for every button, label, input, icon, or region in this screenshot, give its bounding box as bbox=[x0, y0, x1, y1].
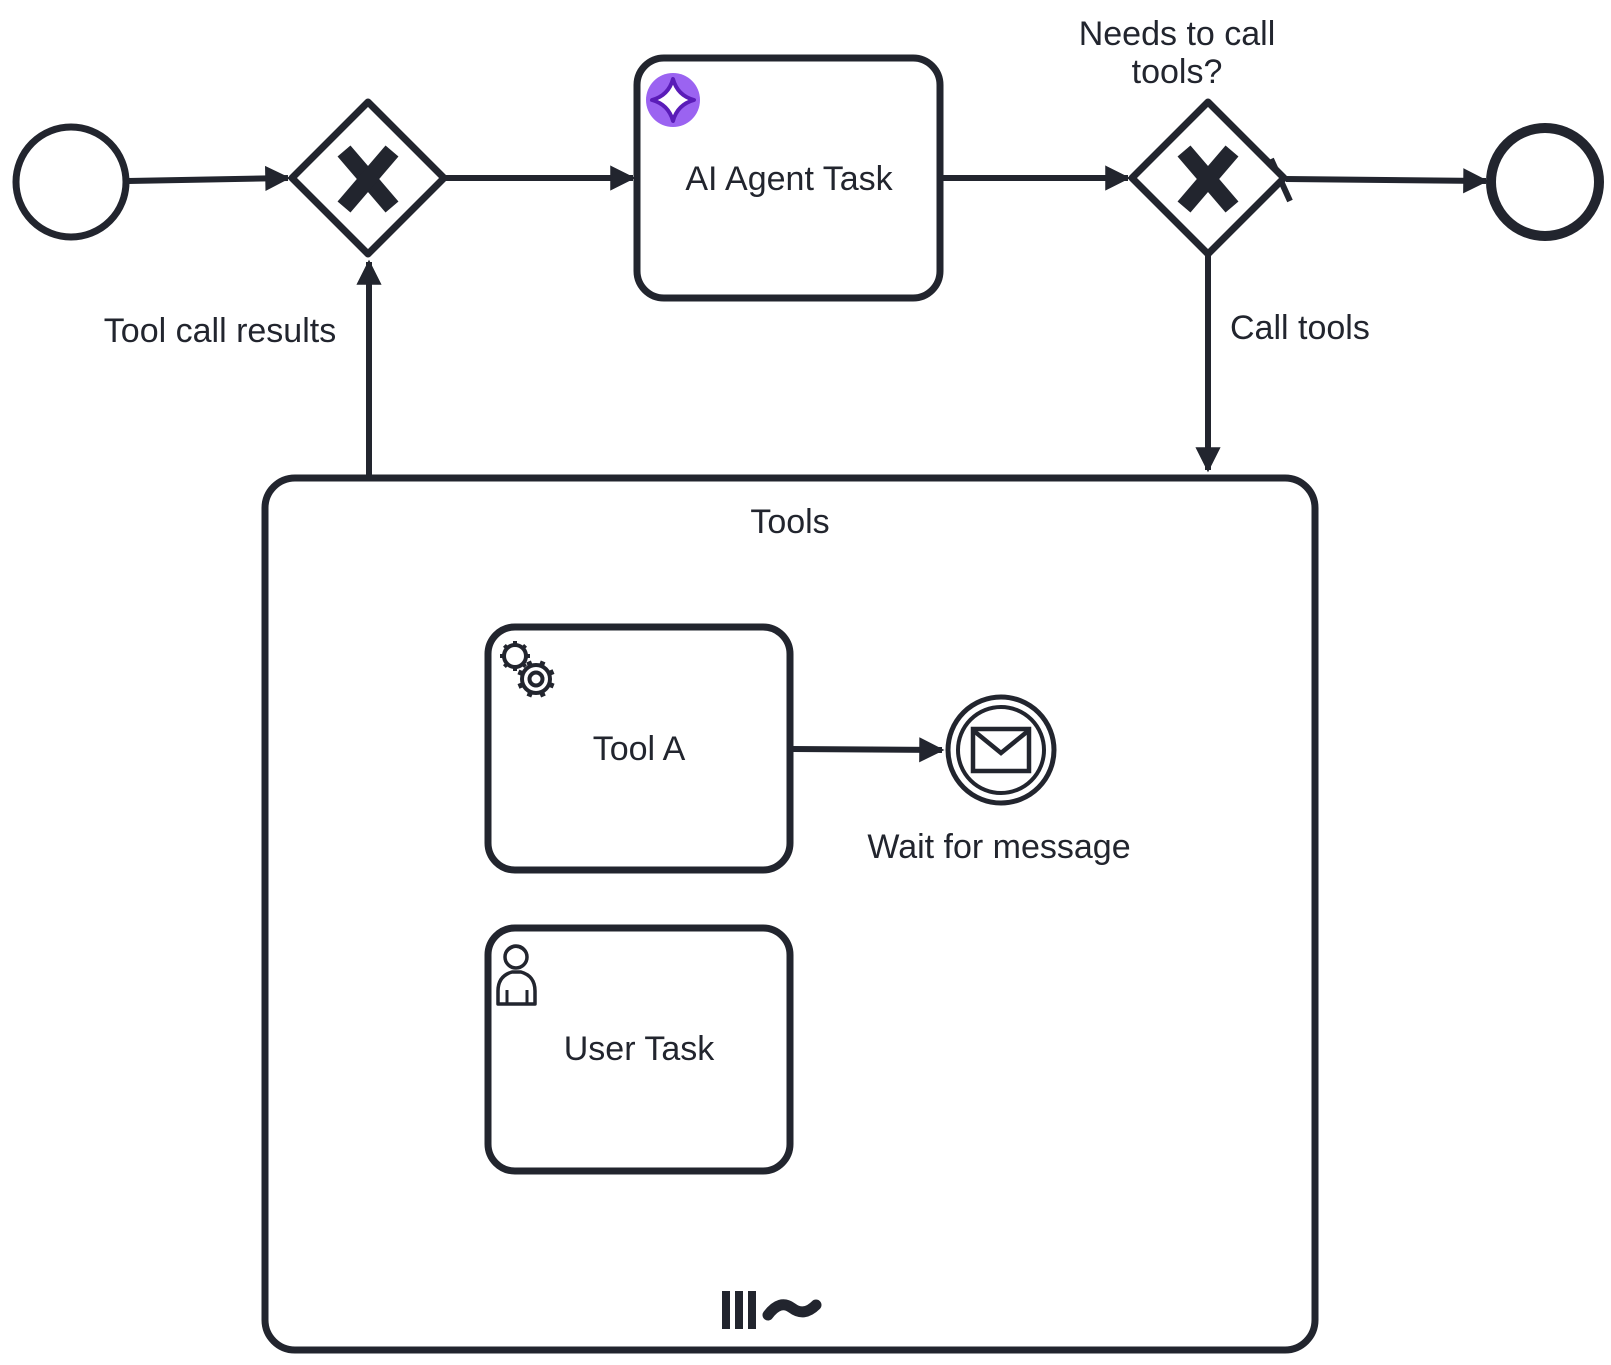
wait-for-message-label: Wait for message bbox=[867, 828, 1130, 866]
decision-gateway-label-line1: Needs to call bbox=[1079, 15, 1276, 53]
ai-agent-task[interactable]: AI Agent Task bbox=[633, 54, 944, 302]
ad-hoc-icon bbox=[762, 1299, 822, 1321]
wait-for-message-event[interactable] bbox=[945, 694, 1057, 806]
tool-a-task-label: Tool A bbox=[593, 730, 686, 768]
start-event[interactable] bbox=[12, 123, 130, 241]
decision-gateway[interactable] bbox=[1128, 98, 1288, 258]
tools-subprocess-label: Tools bbox=[750, 503, 829, 541]
flow-tool-call-results-label: Tool call results bbox=[104, 312, 336, 350]
flow-tool-a-to-wait[interactable] bbox=[791, 737, 945, 763]
user-task[interactable]: User Task bbox=[484, 924, 794, 1175]
loop-gateway[interactable] bbox=[288, 98, 448, 258]
flow-call-tools-label: Call tools bbox=[1230, 309, 1370, 347]
user-task-label: User Task bbox=[564, 1030, 716, 1068]
xor-marker-icon bbox=[337, 145, 399, 213]
parallel-multi-instance-icon bbox=[722, 1291, 756, 1329]
envelope-icon bbox=[970, 726, 1032, 774]
end-event[interactable] bbox=[1486, 123, 1604, 241]
flow-decision-to-end[interactable] bbox=[1268, 157, 1489, 203]
flow-start-to-loop-gateway[interactable] bbox=[127, 165, 291, 192]
person-icon bbox=[496, 944, 537, 1006]
decision-gateway-label-line2: tools? bbox=[1132, 53, 1223, 91]
xor-marker-icon bbox=[1177, 145, 1239, 213]
tool-a-task[interactable]: Tool A bbox=[484, 623, 794, 874]
ai-sparkle-icon bbox=[646, 73, 700, 127]
tools-subprocess[interactable]: Tools bbox=[261, 474, 1319, 1354]
gears-icon bbox=[500, 641, 555, 698]
ai-agent-task-label: AI Agent Task bbox=[685, 160, 893, 198]
